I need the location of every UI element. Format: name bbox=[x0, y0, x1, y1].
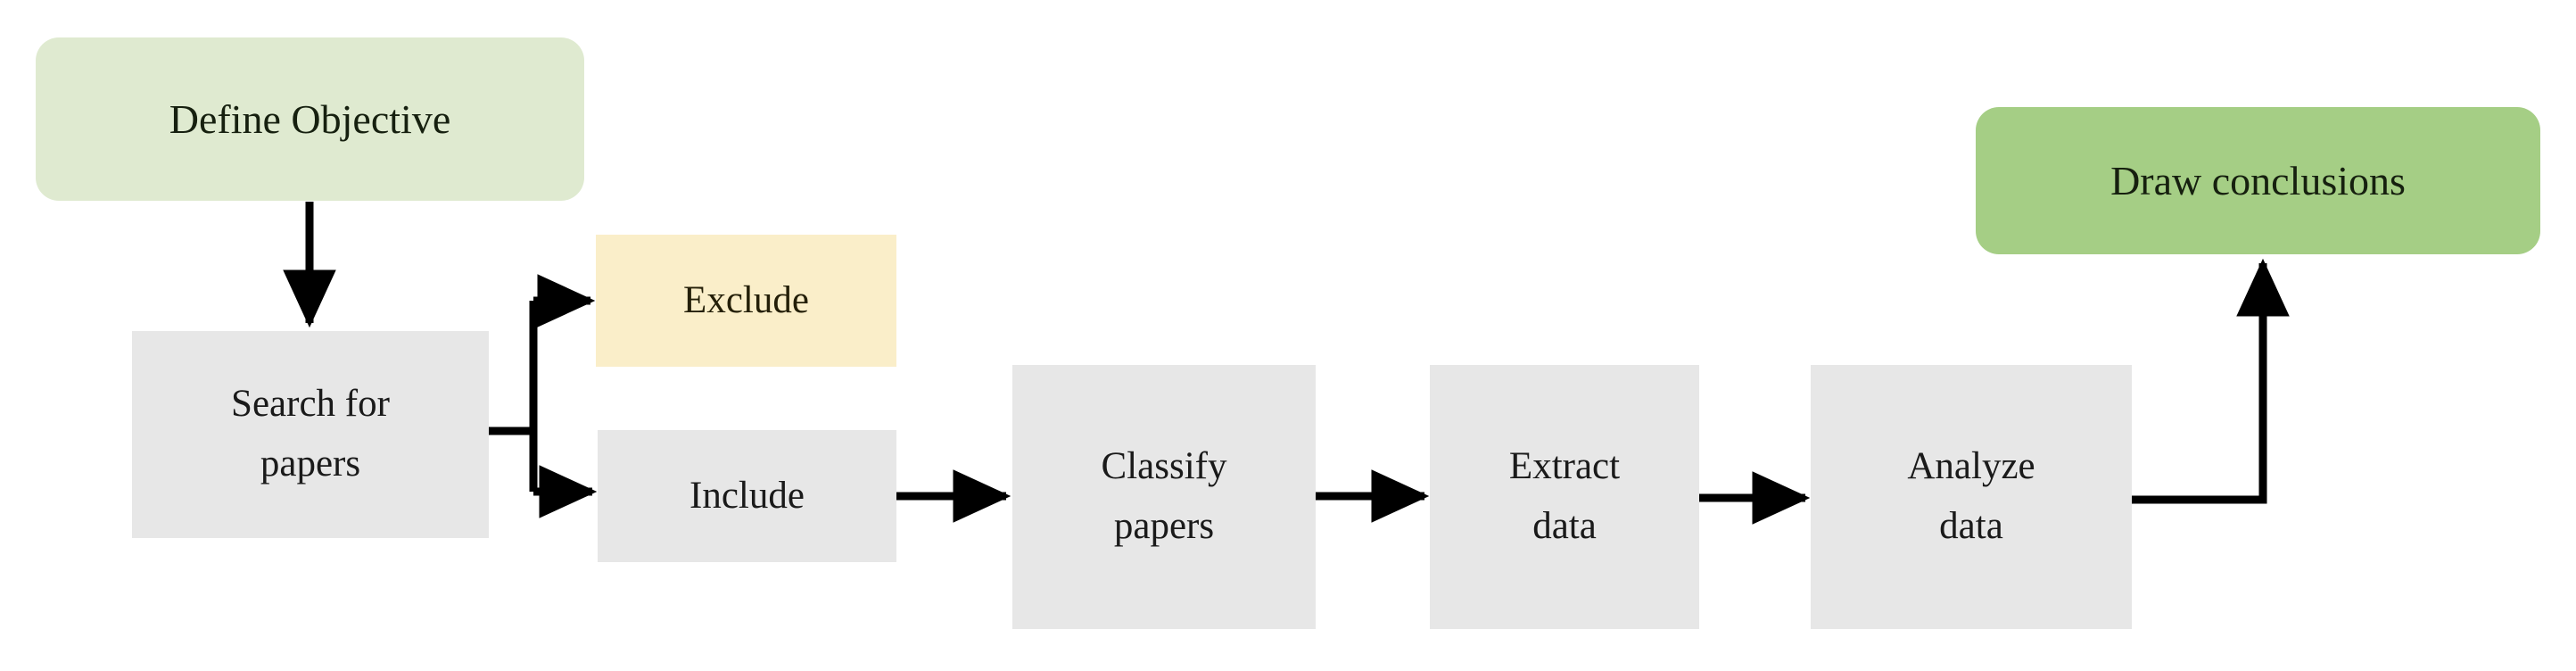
node-extract-data[interactable]: Extract data bbox=[1430, 365, 1699, 629]
node-include[interactable]: Include bbox=[598, 430, 896, 562]
node-classify-papers[interactable]: Classify papers bbox=[1012, 365, 1316, 629]
node-define-objective[interactable]: Define Objective bbox=[36, 37, 584, 201]
node-exclude-label: Exclude bbox=[683, 278, 809, 321]
node-analyze-data[interactable]: Analyze data bbox=[1811, 365, 2132, 629]
node-draw-conclusions-label: Draw conclusions bbox=[2110, 157, 2406, 203]
node-classify-papers-label: Classify papers bbox=[1101, 445, 1227, 547]
edge-analyze-to-conclusions bbox=[2132, 258, 2290, 504]
node-include-label: Include bbox=[689, 474, 805, 517]
node-draw-conclusions[interactable]: Draw conclusions bbox=[1976, 107, 2540, 254]
node-define-objective-label: Define Objective bbox=[169, 95, 451, 142]
node-search-for-papers-label: Search for papers bbox=[231, 383, 390, 485]
node-exclude[interactable]: Exclude bbox=[596, 235, 896, 367]
node-extract-data-label: Extract data bbox=[1508, 445, 1621, 547]
node-analyze-data-label: Analyze data bbox=[1907, 445, 2035, 547]
node-search-for-papers[interactable]: Search for papers bbox=[132, 331, 489, 538]
